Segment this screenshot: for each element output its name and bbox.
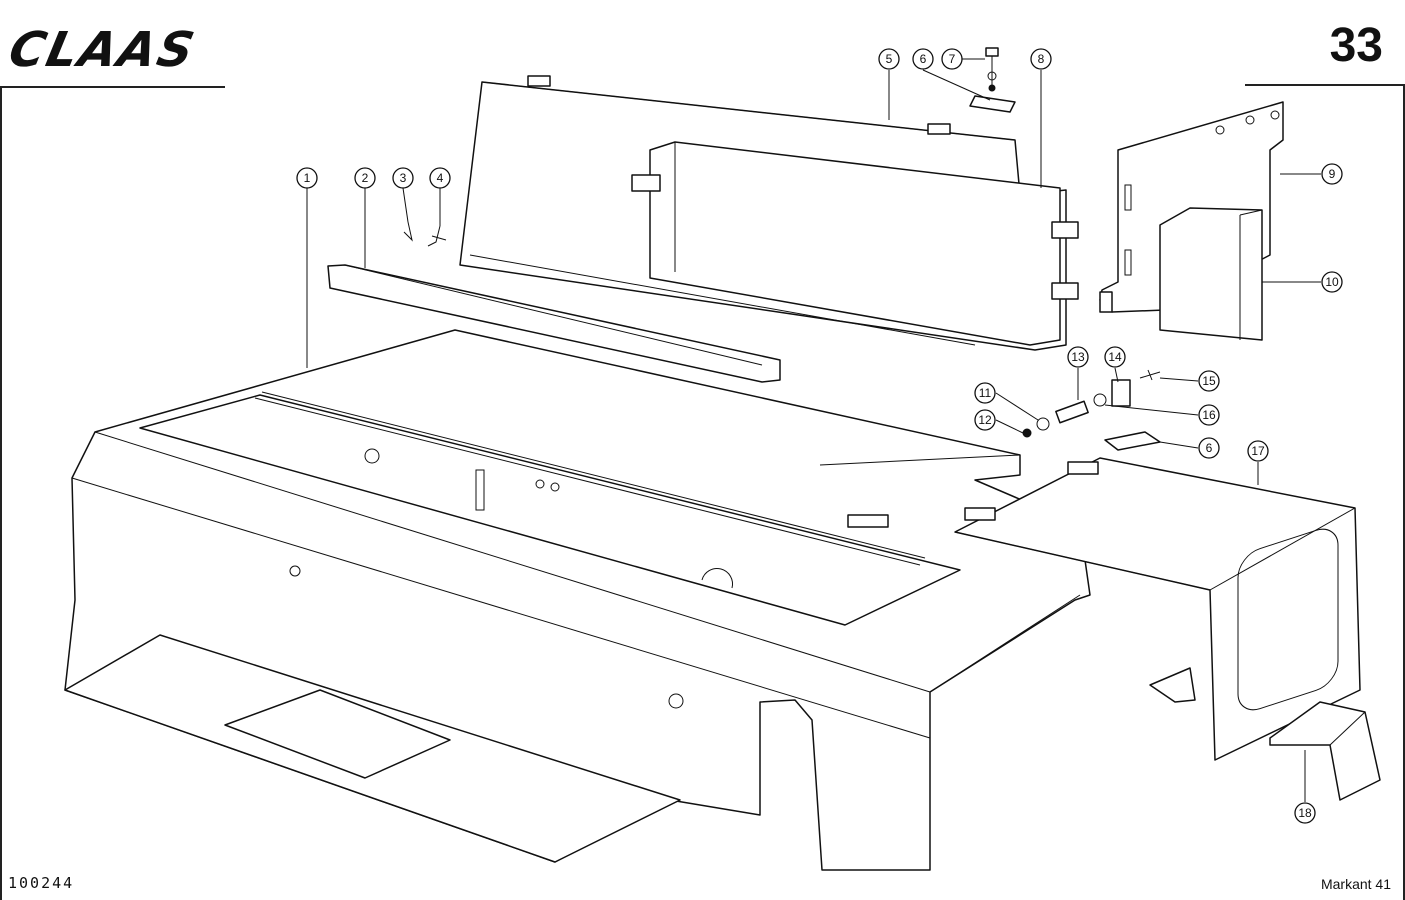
callout-15: 15 [1198,370,1220,392]
leader-lines [306,58,1321,802]
svg-text:10: 10 [1325,275,1339,289]
model-name: Markant 41 [1320,876,1391,892]
svg-text:1: 1 [304,171,311,185]
callout-6-bottom: 6 [1198,437,1220,459]
callout-12: 12 [974,409,996,431]
callout-13: 13 [1067,346,1089,368]
callout-7: 7 [941,48,963,70]
part-hardware [969,47,1161,451]
svg-text:17: 17 [1251,444,1265,458]
part-cover-box [1159,207,1263,341]
svg-text:9: 9 [1329,167,1336,181]
callout-5: 5 [878,48,900,70]
svg-text:18: 18 [1298,806,1312,820]
svg-text:3: 3 [400,171,407,185]
svg-text:4: 4 [437,171,444,185]
header-rule-left [0,86,225,88]
svg-text:11: 11 [979,386,992,400]
svg-text:15: 15 [1202,374,1216,388]
part-side-cover [954,457,1361,761]
svg-text:14: 14 [1108,350,1122,364]
frame-right [1403,84,1405,900]
callout-11: 11 [974,382,996,404]
callout-18: 18 [1294,802,1316,824]
svg-text:2: 2 [362,171,369,185]
callout-8: 8 [1030,48,1052,70]
frame-left [0,86,2,900]
part-main-housing [64,329,1091,871]
callout-1: 1 [296,167,318,189]
callout-3: 3 [392,167,414,189]
part-rear-panel [459,75,1079,351]
callout-14: 14 [1104,346,1126,368]
svg-text:12: 12 [978,413,992,427]
svg-text:6: 6 [1206,441,1213,455]
header-rule-right [1245,84,1405,86]
svg-text:7: 7 [949,52,956,66]
callout-17: 17 [1247,440,1269,462]
part-bracket [1269,701,1381,801]
part-angle-strip [327,264,781,383]
callout-9: 9 [1321,163,1343,185]
callout-16: 16 [1198,404,1220,426]
svg-text:6: 6 [920,52,927,66]
callout-4: 4 [429,167,451,189]
svg-text:8: 8 [1038,52,1045,66]
svg-text:16: 16 [1202,408,1216,422]
callout-6-top: 6 [912,48,934,70]
document-code: 100244 [8,874,75,892]
callout-2: 2 [354,167,376,189]
callout-10: 10 [1321,271,1343,293]
page-number: 33 [1329,19,1383,72]
part-pins [403,221,447,247]
svg-text:5: 5 [886,52,893,66]
svg-text:13: 13 [1071,350,1085,364]
